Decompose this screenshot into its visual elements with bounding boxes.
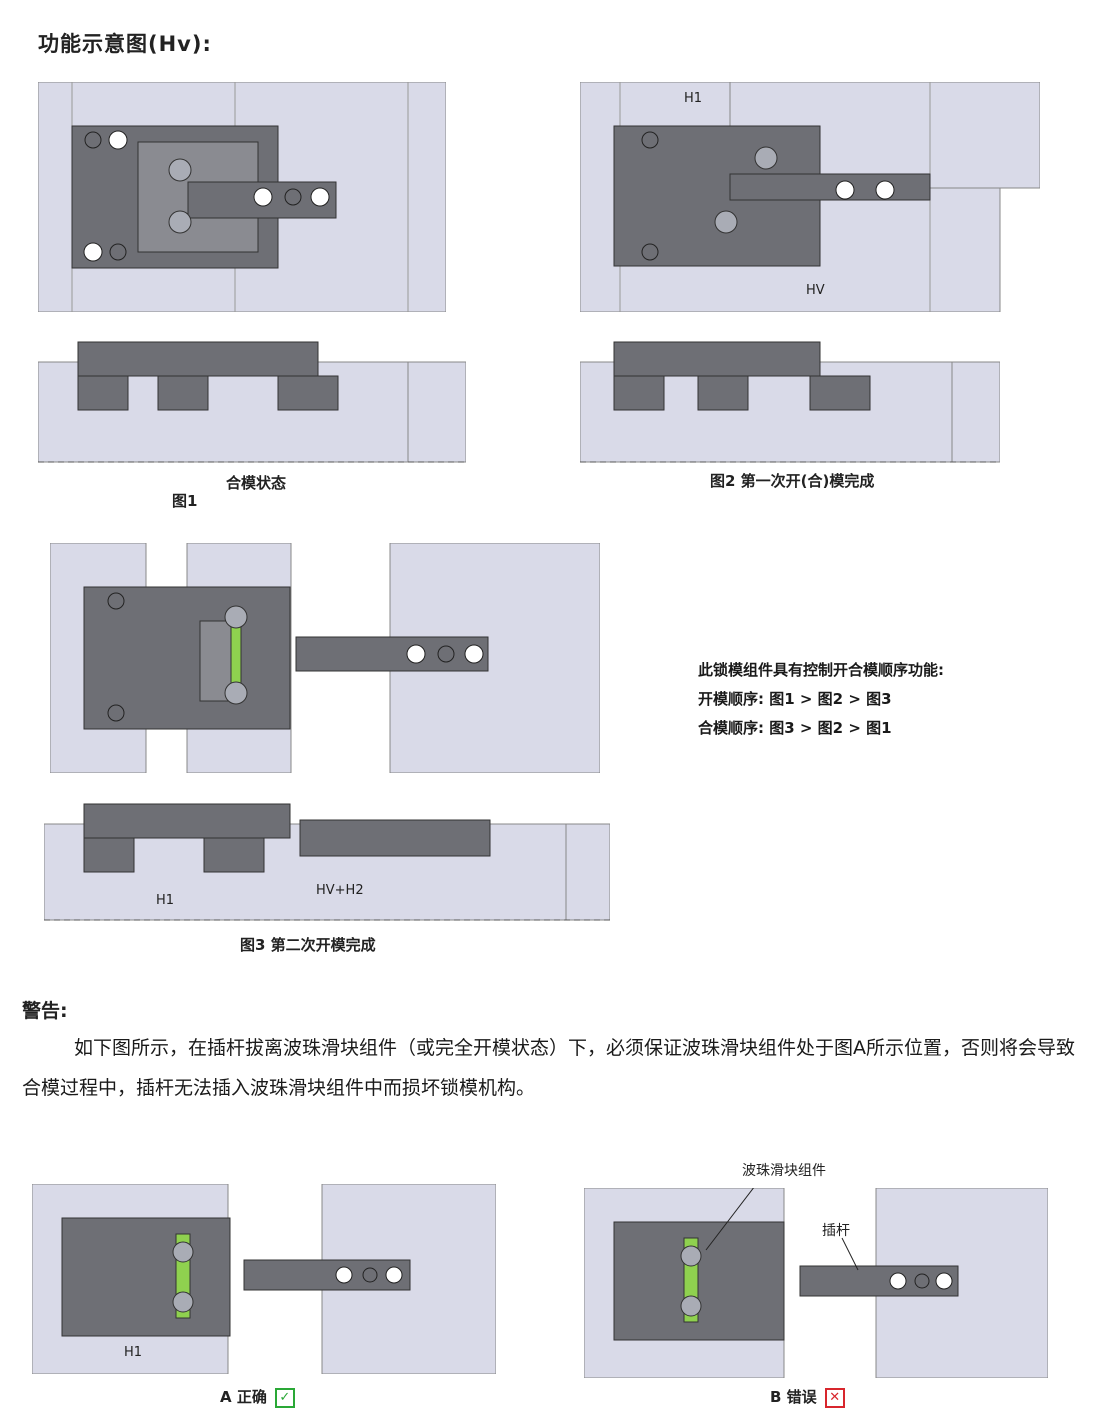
fig3-h1-label: H1 — [156, 893, 174, 908]
fig1-state-caption: 合模状态 — [226, 474, 287, 492]
page-title: 功能示意图(Hv): — [38, 32, 212, 56]
fig2-h1-label: H1 — [684, 91, 702, 106]
slider-assembly-label: 波珠滑块组件 — [742, 1163, 826, 1179]
fig2-hv-label: HV — [806, 283, 825, 298]
figB-caption-row: B 错误 ✕ — [770, 1386, 845, 1408]
fig1-side-view — [38, 341, 466, 463]
open-sequence: 开模顺序: 图1 > 图2 > 图3 — [698, 690, 892, 708]
fig1-caption: 图1 — [172, 492, 198, 510]
fig3-hvh2-label: HV+H2 — [316, 883, 364, 898]
figB-caption: B 错误 — [770, 1388, 817, 1406]
warning-heading: 警告: — [22, 1000, 68, 1022]
fig1-top-view — [38, 82, 446, 312]
figA-caption: A 正确 — [220, 1388, 267, 1406]
fig2-caption: 图2 第一次开(合)模完成 — [710, 472, 875, 490]
fig2-top-view: H1 HV — [580, 82, 1040, 312]
figB-view — [584, 1188, 1048, 1378]
figA-h1-label: H1 — [124, 1345, 142, 1360]
fig3-top-view — [50, 543, 600, 773]
check-icon: ✓ — [274, 1387, 295, 1408]
pin-leader-line — [841, 1237, 859, 1271]
sequence-heading: 此锁模组件具有控制开合模顺序功能: — [698, 661, 945, 679]
slider-leader-line — [705, 1188, 755, 1251]
sequence-info: 此锁模组件具有控制开合模顺序功能: 开模顺序: 图1 > 图2 > 图3 合模顺… — [698, 656, 944, 743]
fig2-side-view — [580, 341, 1000, 463]
pin-label: 插杆 — [822, 1223, 850, 1239]
fig3-caption: 图3 第二次开模完成 — [240, 936, 376, 954]
figA-view: H1 — [32, 1184, 496, 1374]
cross-icon: ✕ — [824, 1387, 845, 1408]
figA-caption-row: A 正确 ✓ — [220, 1386, 295, 1408]
warning-text: 如下图所示，在插杆拔离波珠滑块组件（或完全开模状态）下，必须保证波珠滑块组件处于… — [22, 1037, 1076, 1099]
close-sequence: 合模顺序: 图3 > 图2 > 图1 — [698, 719, 892, 737]
fig3-side-view: H1 HV+H2 — [44, 803, 610, 921]
